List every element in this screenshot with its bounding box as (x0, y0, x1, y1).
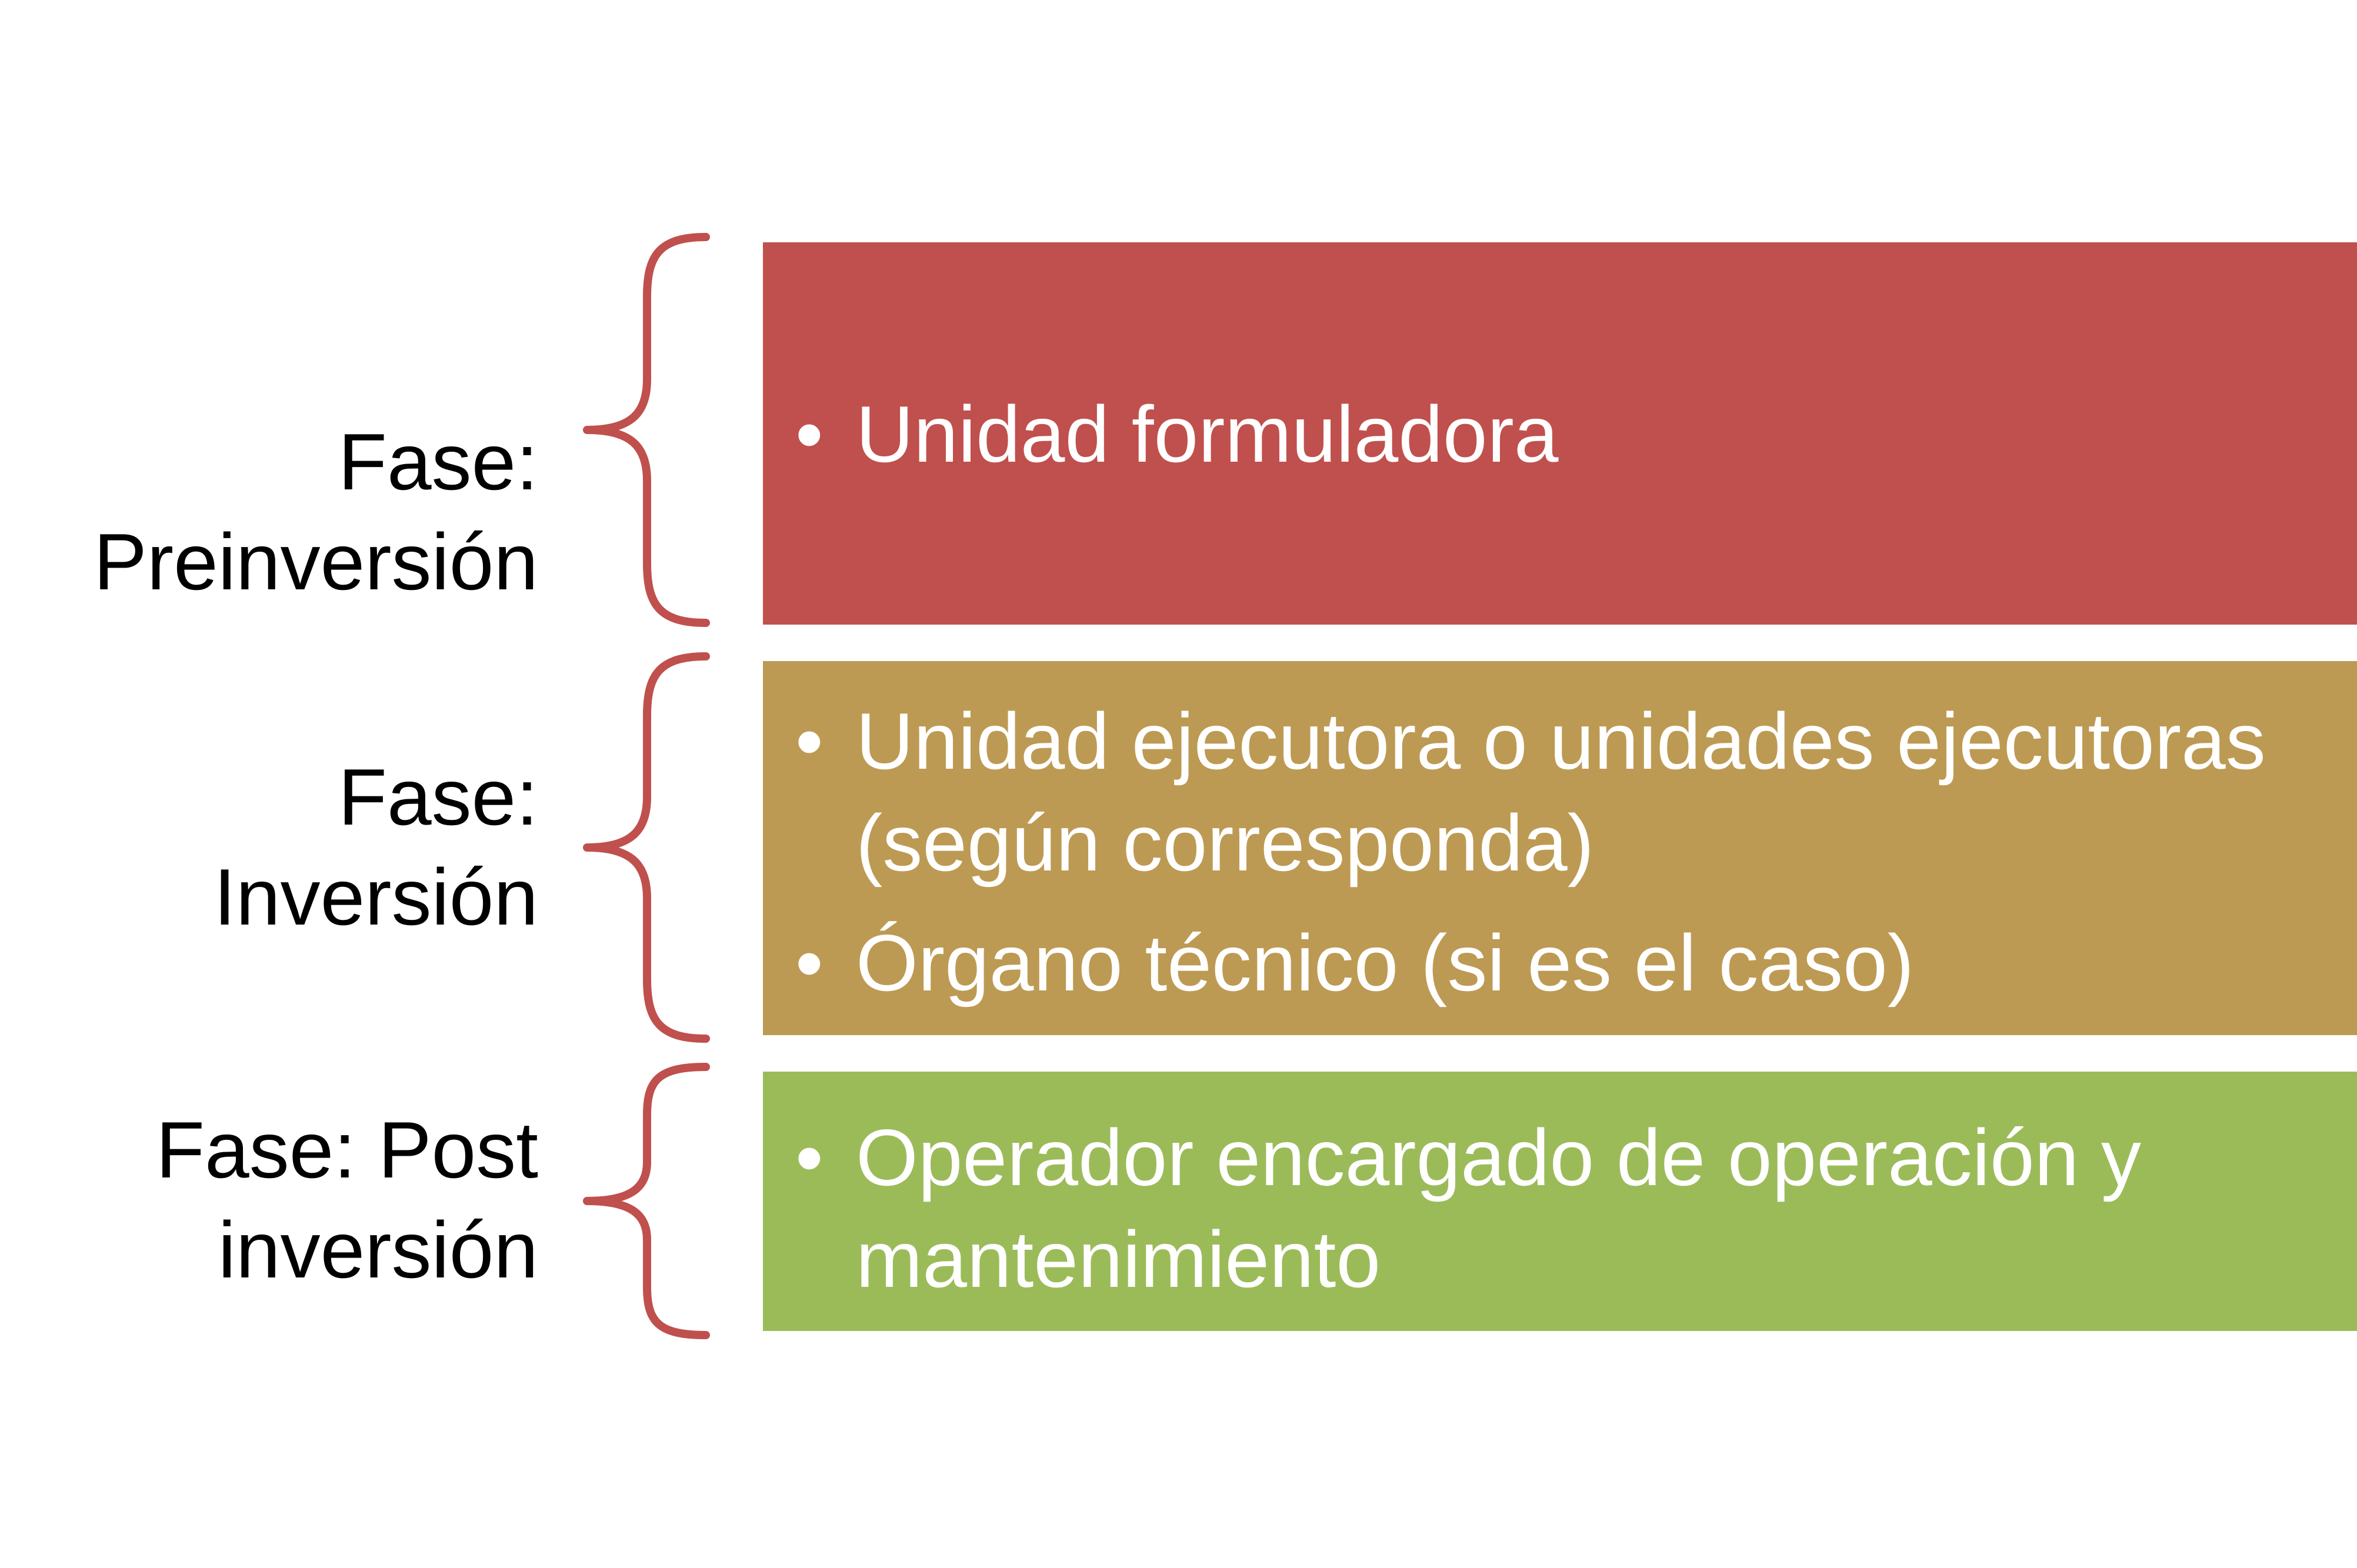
phase-label-inversion: Fase: Inversión (214, 752, 538, 942)
left-brace-icon (582, 652, 718, 1043)
item-text: Órgano técnico (si es el caso) (856, 918, 1915, 1008)
left-brace-icon (582, 232, 718, 628)
list-item: • Unidad formuladora (763, 383, 2310, 485)
bullet-icon: • (795, 1113, 824, 1202)
phase-label-post-inversion: Fase: Post inversión (155, 1105, 538, 1295)
list-item: • Operador encargado de operación y mant… (763, 1107, 2310, 1310)
brace-path (583, 1063, 710, 1339)
bullet-icon: • (795, 696, 824, 786)
bullet-icon: • (795, 389, 824, 479)
phase-box-inversion: • Unidad ejecutora o unidades ejecutoras… (763, 661, 2357, 1035)
left-brace-icon (582, 1062, 718, 1340)
item-text: Unidad formuladora (856, 389, 1559, 479)
item-text: Unidad ejecutora o unidades ejecutoras (… (856, 696, 2266, 888)
phase-box-preinversion: • Unidad formuladora (763, 242, 2357, 625)
list-item: • Unidad ejecutora o unidades ejecutoras… (763, 690, 2310, 893)
bullet-icon: • (795, 918, 824, 1008)
phase-label-preinversion: Fase: Preinversión (94, 417, 538, 606)
list-item: • Órgano técnico (si es el caso) (763, 912, 2310, 1014)
phase-box-post-inversion: • Operador encargado de operación y mant… (763, 1072, 2357, 1331)
brace-path (583, 233, 710, 627)
item-text: Operador encargado de operación y manten… (856, 1113, 2142, 1304)
brace-path (583, 652, 710, 1043)
